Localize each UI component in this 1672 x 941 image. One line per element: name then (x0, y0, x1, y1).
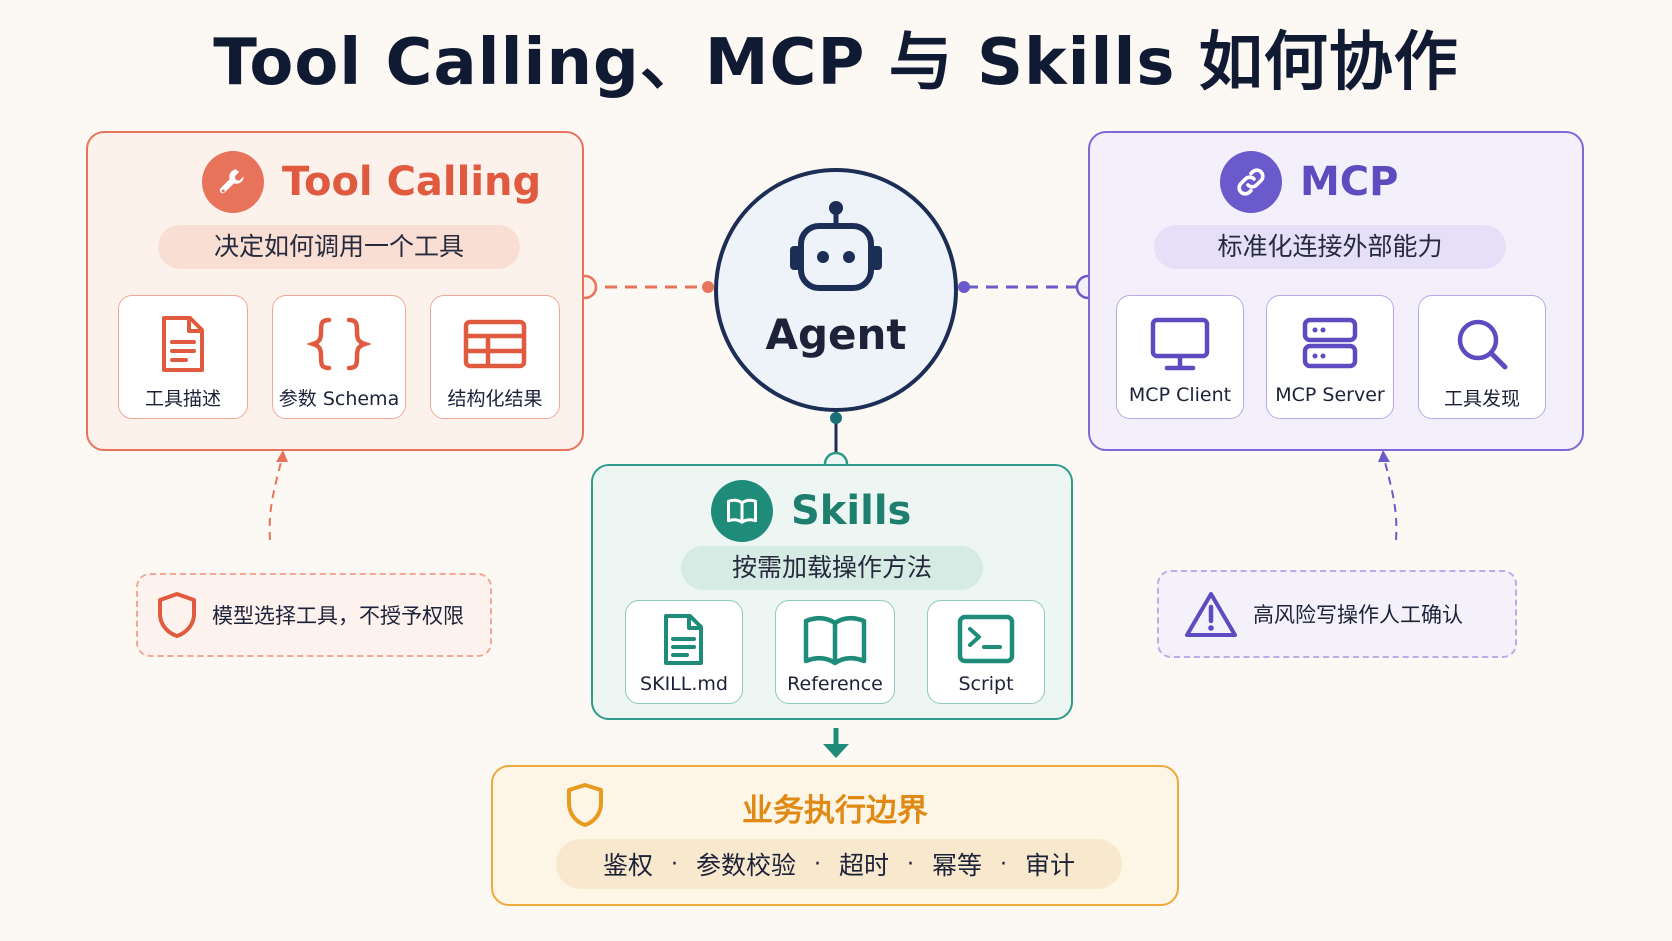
skills-panel: Skills 按需加载操作方法 SKILL.md Reference Scrip… (591, 464, 1073, 720)
shield-icon (158, 592, 196, 638)
skills-header: Skills (711, 480, 911, 542)
risk-confirmation-note: 高风险写操作人工确认 (1157, 570, 1517, 658)
server-icon (1302, 317, 1358, 369)
business-boundary-panel: 业务执行边界 鉴权 · 参数校验 · 超时 · 幂等 · 审计 (491, 765, 1179, 906)
skills-title: Skills (791, 488, 912, 534)
monitor-icon (1150, 317, 1210, 371)
boundary-item: 超时 (838, 851, 889, 880)
tool-calling-panel: Tool Calling 决定如何调用一个工具 工具描述 参数 Schema 结… (86, 131, 584, 451)
card-label: MCP Client (1128, 384, 1232, 406)
tool-calling-title: Tool Calling (282, 159, 542, 205)
table-icon (463, 319, 527, 369)
param-schema-card: 参数 Schema (272, 295, 406, 419)
skill-md-card: SKILL.md (625, 600, 743, 704)
tool-calling-header: Tool Calling (202, 151, 541, 213)
mcp-client-card: MCP Client (1116, 295, 1244, 419)
terminal-icon (957, 614, 1015, 664)
card-label: Reference (787, 673, 883, 695)
robot-icon (790, 201, 882, 291)
mcp-panel: MCP 标准化连接外部能力 MCP Client MCP Server 工具发现 (1088, 131, 1584, 451)
card-label: MCP Server (1275, 384, 1385, 406)
card-label: 参数 Schema (278, 388, 400, 410)
card-label: 工具发现 (1443, 388, 1520, 410)
boundary-item: 鉴权 (602, 851, 653, 880)
tool-permission-note: 模型选择工具，不授予权限 (136, 573, 492, 657)
boundary-item: 幂等 (932, 851, 983, 880)
skills-subtitle: 按需加载操作方法 (681, 546, 983, 590)
card-label: 结构化结果 (447, 388, 543, 410)
card-label: 工具描述 (144, 388, 221, 410)
reference-card: Reference (775, 600, 895, 704)
book-icon (711, 480, 773, 542)
tool-calling-subtitle: 决定如何调用一个工具 (158, 225, 520, 269)
tool-discovery-card: 工具发现 (1418, 295, 1546, 419)
document-icon (162, 316, 204, 372)
mcp-header: MCP (1220, 151, 1398, 213)
separator-dot: · (907, 851, 914, 877)
mcp-server-card: MCP Server (1266, 295, 1394, 419)
tool-description-card: 工具描述 (118, 295, 248, 419)
separator-dot: · (813, 851, 821, 877)
agent-label: Agent (765, 310, 907, 359)
warning-icon (1185, 592, 1237, 637)
boundary-title: 业务执行边界 (742, 793, 928, 829)
page-title: Tool Calling、MCP 与 Skills 如何协作 (213, 26, 1459, 100)
wrench-icon (202, 151, 264, 213)
separator-dot: · (1000, 851, 1008, 877)
separator-dot: · (670, 851, 678, 877)
link-icon (1220, 151, 1282, 213)
card-label: SKILL.md (640, 673, 728, 695)
document-icon (664, 614, 703, 665)
open-book-icon (803, 616, 867, 666)
script-card: Script (927, 600, 1045, 704)
mcp-title: MCP (1300, 159, 1399, 205)
braces-icon (307, 317, 371, 371)
card-label: Script (958, 673, 1014, 695)
note-text: 模型选择工具，不授予权限 (212, 604, 464, 628)
boundary-item: 参数校验 (695, 851, 796, 880)
boundary-items: 鉴权 · 参数校验 · 超时 · 幂等 · 审计 (556, 839, 1122, 889)
agent-node: Agent (714, 168, 958, 412)
note-text: 高风险写操作人工确认 (1253, 603, 1463, 627)
shield-icon (567, 783, 603, 827)
mcp-subtitle: 标准化连接外部能力 (1154, 225, 1506, 269)
search-icon (1457, 319, 1508, 370)
boundary-item: 审计 (1025, 851, 1076, 880)
structured-result-card: 结构化结果 (430, 295, 560, 419)
